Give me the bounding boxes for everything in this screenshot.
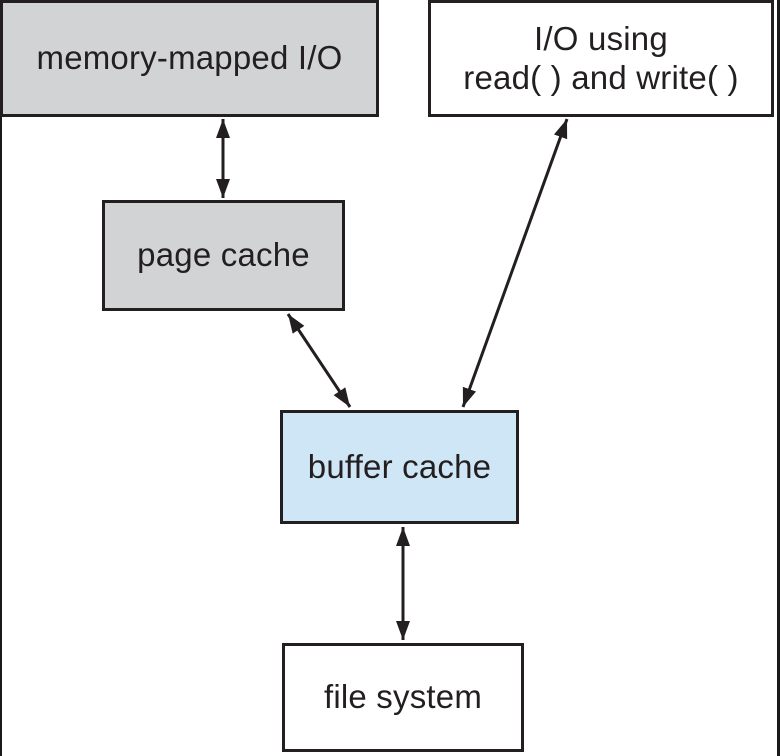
node-io-read-write: I/O using read( ) and write( ) (428, 0, 774, 117)
edge-page-cache-to-buffer-cache (286, 313, 352, 408)
node-page-cache: page cache (102, 200, 345, 311)
node-io-read-write-line2: read( ) and write( ) (463, 58, 739, 96)
node-file-system-label: file system (323, 678, 483, 716)
node-io-read-write-label: I/O using read( ) and write( ) (463, 20, 738, 97)
node-memory-mapped-io-label: memory-mapped I/O (36, 39, 343, 77)
node-io-read-write-line1: I/O using (534, 20, 668, 58)
frame-left-line (0, 0, 2, 756)
node-buffer-cache-label: buffer cache (307, 447, 492, 485)
edge-io-read-write-to-buffer-cache (461, 118, 569, 408)
node-file-system: file system (282, 643, 524, 752)
frame-right-line (777, 0, 780, 756)
node-buffer-cache: buffer cache (280, 410, 519, 524)
node-memory-mapped-io: memory-mapped I/O (0, 0, 379, 117)
node-page-cache-label: page cache (137, 236, 310, 274)
